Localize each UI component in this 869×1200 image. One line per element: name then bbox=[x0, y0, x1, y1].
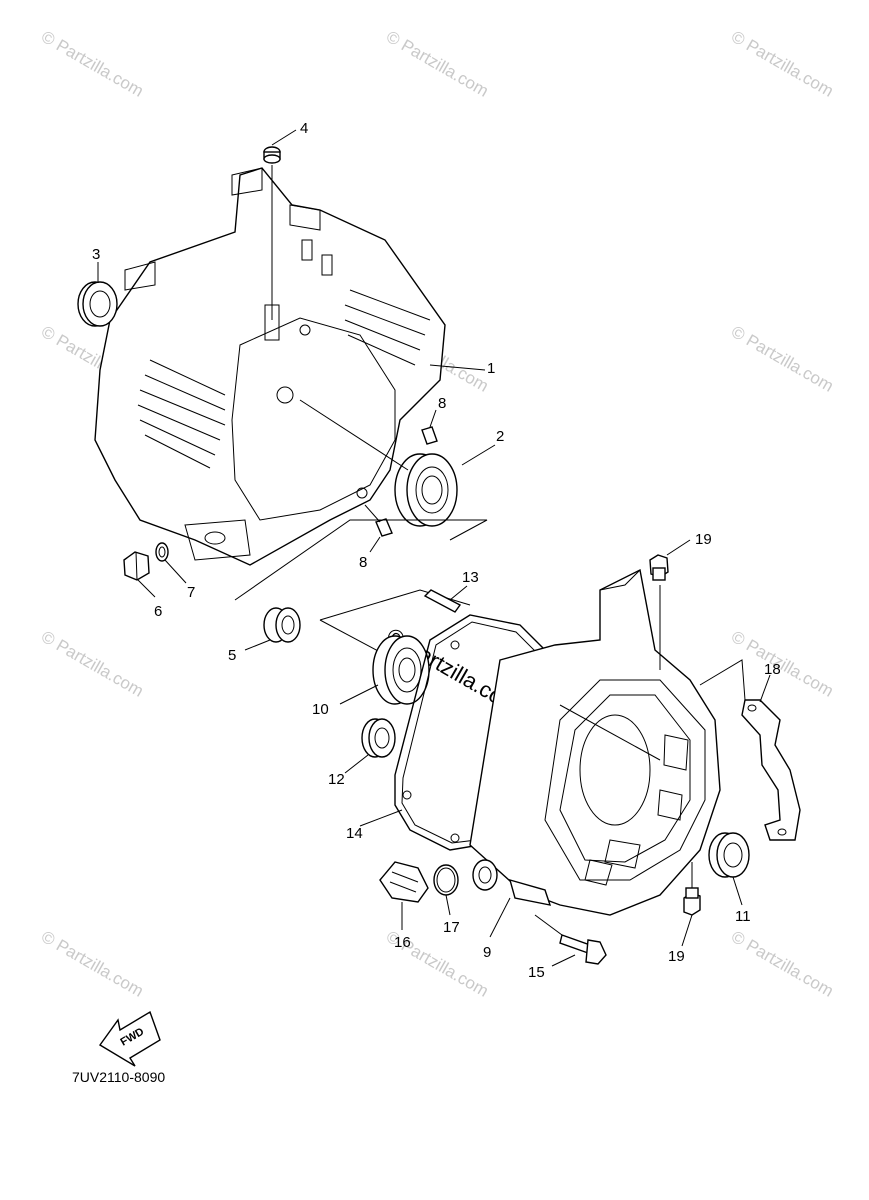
callout-leaders bbox=[97, 129, 771, 967]
part-2-bearing bbox=[299, 399, 458, 527]
part-16-plug bbox=[379, 861, 429, 903]
part-10-bearing bbox=[372, 635, 430, 705]
watermark: © Partzilla.com bbox=[38, 927, 147, 1001]
part-7-washer bbox=[155, 542, 169, 562]
callout-19-upper: 19 bbox=[695, 531, 712, 548]
callout-10: 10 bbox=[312, 701, 329, 718]
crankcase-1 bbox=[94, 167, 446, 566]
watermark: © Partzilla.com bbox=[38, 27, 147, 101]
callout-18: 18 bbox=[764, 661, 781, 678]
watermark: © Partzilla.com bbox=[728, 322, 837, 396]
callout-11: 11 bbox=[735, 908, 751, 925]
callout-14: 14 bbox=[346, 825, 363, 842]
part-18-bracket bbox=[741, 699, 801, 841]
callout-2: 2 bbox=[496, 428, 504, 445]
part-5-bearing bbox=[263, 607, 301, 643]
callout-6: 6 bbox=[154, 603, 162, 620]
callout-7: 7 bbox=[187, 584, 195, 601]
callout-13: 13 bbox=[462, 569, 479, 586]
part-17-o-ring bbox=[433, 864, 459, 896]
part-19-bolt-upper bbox=[649, 554, 669, 581]
callout-15: 15 bbox=[528, 964, 545, 981]
diagram-code: 7UV2110-8090 bbox=[72, 1069, 165, 1085]
callout-8-lower: 8 bbox=[359, 554, 367, 571]
callout-17: 17 bbox=[443, 919, 460, 936]
part-12-oil-seal bbox=[361, 718, 396, 758]
part-13-dowel bbox=[423, 589, 462, 613]
callout-16: 16 bbox=[394, 934, 411, 951]
part-19-bolt-lower bbox=[683, 862, 701, 916]
callout-4: 4 bbox=[300, 120, 308, 137]
part-3-oil-seal bbox=[77, 281, 118, 327]
fwd-arrow: FWD bbox=[98, 1010, 161, 1067]
part-11-oil-seal bbox=[708, 832, 750, 878]
part-8-dowel-pins bbox=[364, 426, 438, 537]
watermark: © Partzilla.com bbox=[728, 27, 837, 101]
watermark: © Partzilla.com bbox=[383, 27, 492, 101]
callout-9: 9 bbox=[483, 944, 491, 961]
watermark: © Partzilla.com bbox=[728, 927, 837, 1001]
watermark: © Partzilla.com bbox=[38, 627, 147, 701]
callout-5: 5 bbox=[228, 647, 236, 664]
part-4-washer bbox=[263, 146, 281, 320]
callouts: 1 2 3 4 5 6 7 8 8 9 10 11 12 13 14 15 16… bbox=[92, 120, 781, 981]
callout-3: 3 bbox=[92, 246, 100, 263]
callout-12: 12 bbox=[328, 771, 345, 788]
part-15-bolt bbox=[534, 914, 607, 965]
crankcase-2 bbox=[469, 568, 721, 916]
callout-19-lower: 19 bbox=[668, 948, 685, 965]
part-6-bolt bbox=[123, 551, 150, 581]
callout-8-upper: 8 bbox=[438, 395, 446, 412]
callout-1: 1 bbox=[487, 360, 495, 377]
